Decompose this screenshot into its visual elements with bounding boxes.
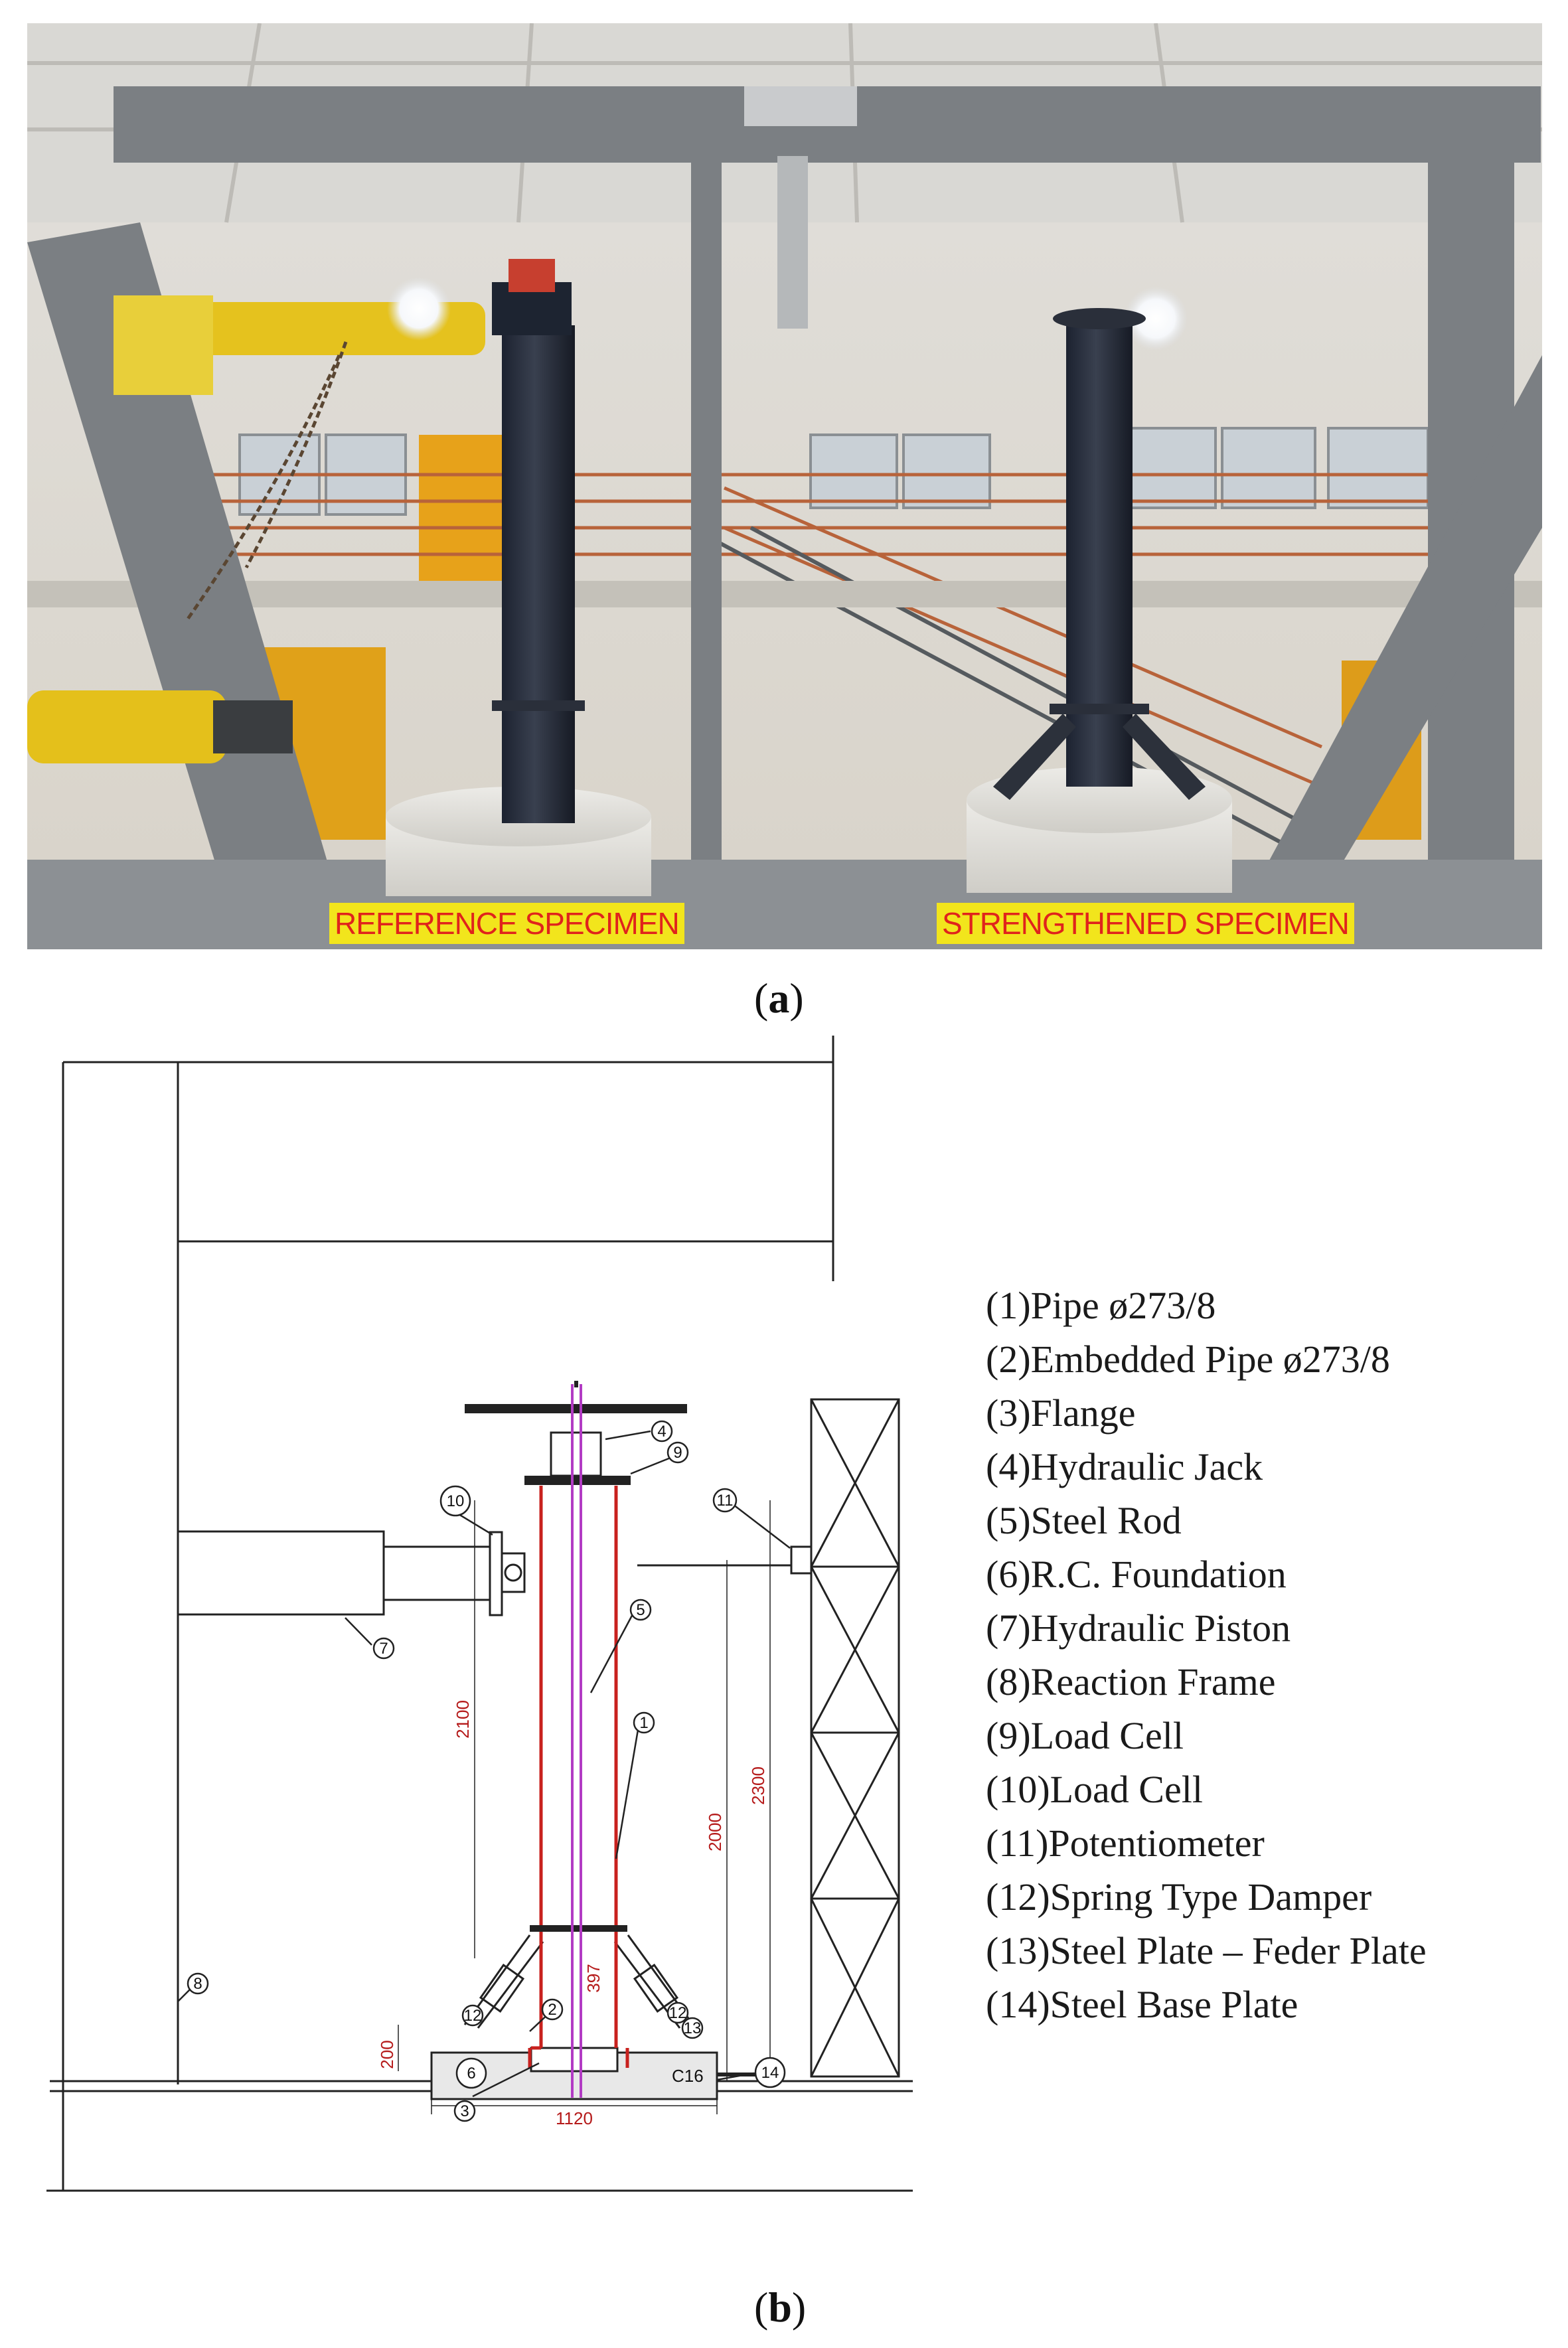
legend-item: (9)Load Cell [986,1714,1184,1757]
dimension-1120: 1120 [556,2108,593,2128]
callout-13: 13 [684,2019,702,2037]
callout-7: 7 [379,1640,388,1658]
callout-2: 2 [548,2001,556,2019]
callout-5: 5 [636,1601,645,1619]
foundation-concrete-class: C16 [672,2066,704,2086]
callout-6: 6 [467,2065,475,2082]
legend-item: (10)Load Cell [986,1768,1203,1811]
dimension-2100: 2100 [453,1700,473,1739]
photo-illustration [27,23,1542,949]
legend-item: (7)Hydraulic Piston [986,1606,1291,1650]
caption-a: (a) [754,975,804,1022]
callout-3: 3 [460,2102,469,2120]
legend-item: (6)R.C. Foundation [986,1553,1287,1596]
legend-item: (8)Reaction Frame [986,1660,1276,1703]
legend-item: (13)Steel Plate – Feder Plate [986,1929,1427,1972]
callout-1: 1 [639,1714,648,1732]
dimension-2300: 2300 [748,1766,768,1805]
legend-item: (1)Pipe ø273/8 [986,1284,1216,1327]
legend-item: (5)Steel Rod [986,1499,1182,1542]
callout-12-right: 12 [669,2004,687,2022]
legend-item: (4)Hydraulic Jack [986,1445,1263,1488]
legend-item: (14)Steel Base Plate [986,1983,1298,2026]
strengthened-specimen-label: STRENGTHENED SPECIMEN [937,903,1354,944]
dimension-200: 200 [377,2040,397,2069]
callout-4: 4 [657,1423,666,1441]
callout-9: 9 [673,1444,682,1462]
callout-8: 8 [193,1975,202,1993]
callout-14: 14 [761,2064,779,2082]
test-setup-drawing: 4 9 10 11 7 5 1 8 2 12 12 13 6 3 14 2100… [0,1036,929,2204]
callout-10: 10 [447,1492,465,1510]
legend-item: (2)Embedded Pipe ø273/8 [986,1338,1390,1381]
legend-item: (11)Potentiometer [986,1822,1265,1865]
test-setup-photo: REFERENCE SPECIMEN STRENGTHENED SPECIMEN [27,23,1542,949]
callout-12-left: 12 [464,2007,482,2025]
legend-item: (12)Spring Type Damper [986,1875,1372,1918]
caption-b: (b) [754,2284,807,2331]
legend-item: (3)Flange [986,1391,1136,1435]
reference-specimen-label: REFERENCE SPECIMEN [329,903,684,944]
dimension-397: 397 [584,1964,603,1992]
component-legend: (1)Pipe ø273/8 (2)Embedded Pipe ø273/8 (… [986,1279,1427,2031]
dimension-2000: 2000 [705,1813,725,1851]
callout-11: 11 [717,1492,734,1510]
schematic: 4 9 10 11 7 5 1 8 2 12 12 13 6 3 14 2100… [46,1036,913,2192]
